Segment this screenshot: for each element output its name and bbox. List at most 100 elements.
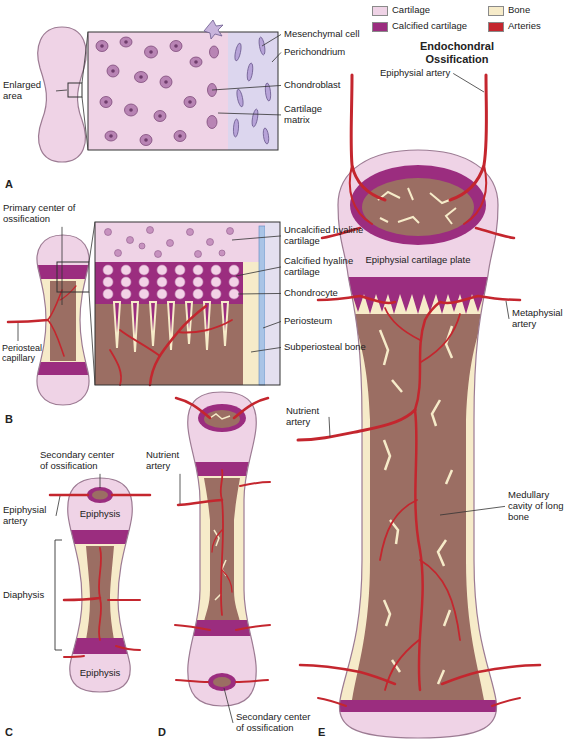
part-label: Secondary center of ossification: [236, 712, 318, 734]
chondroblast-cell: [145, 46, 158, 58]
panel-c-artery: [64, 598, 100, 600]
capillary: [110, 306, 232, 385]
spindle-cell: [234, 43, 243, 62]
panel-e-bone: [338, 150, 498, 738]
panel-d-artery: [178, 500, 222, 505]
cell-nucleus: [174, 44, 178, 48]
legend-swatch: [372, 22, 388, 32]
panel-d-artery: [222, 570, 232, 592]
panel-e-artery: [464, 165, 486, 224]
part-label: Medullary cavity of long bone: [508, 490, 566, 523]
bone-spicule: [114, 302, 228, 352]
panel-b-enlarged-view: [95, 262, 245, 304]
leader-line: [440, 506, 505, 515]
part-label: Epiphysial artery: [3, 505, 53, 527]
cell-nucleus: [139, 75, 143, 79]
capillary: [120, 330, 160, 356]
leader-line: [56, 90, 67, 92]
panel-d-bone: [204, 478, 240, 622]
panel-c-artery: [112, 494, 150, 497]
cartilage-cell: [139, 243, 145, 249]
panel-b-enlarged-view: [95, 222, 280, 385]
part-label: Periosteum: [284, 316, 332, 327]
legend-text: Arteries: [508, 21, 541, 32]
panel-d-bone: [180, 388, 270, 710]
part-label: Uncalcified hyaline cartilage: [284, 225, 368, 247]
panel-letter: D: [158, 726, 166, 739]
panel-a-enlarged-view: [88, 32, 278, 150]
leader-line: [212, 85, 281, 90]
panel-d-artery: [176, 398, 210, 418]
spindle-cell: [233, 37, 272, 145]
chondroblast-cell: [105, 131, 117, 141]
panel-e-artery: [298, 75, 540, 706]
chondroblast-cell: [120, 37, 132, 47]
chondroblast-cell: [210, 46, 219, 58]
leader-line: [251, 347, 281, 352]
panel-c-bone: [60, 474, 140, 696]
panel-e-artery: [415, 410, 423, 690]
legend-swatch: [488, 22, 504, 32]
panel-d-bone: [180, 388, 270, 710]
panel-e-bone: [352, 314, 484, 700]
legend-swatch: [372, 6, 388, 16]
leader-line: [232, 236, 281, 240]
chondrocyte-column: [175, 289, 185, 299]
panel-d-bone: [180, 462, 270, 478]
spindle-cell: [246, 63, 253, 82]
part-label: Chondrocyte: [284, 288, 338, 299]
panel-d-bone: [188, 392, 257, 706]
panel-c-artery: [116, 646, 140, 650]
panel-e-artery: [415, 302, 440, 410]
cell-nucleus: [158, 114, 162, 118]
cell-nucleus: [144, 138, 148, 142]
part-label: Epiphysial artery: [380, 68, 450, 79]
chondrocyte-column: [193, 277, 203, 287]
panel-d-bone: [180, 476, 270, 624]
panel-d-artery: [236, 680, 268, 682]
panel-d-bone: [214, 530, 226, 600]
part-label: Perichondrium: [284, 47, 345, 58]
part-label: Cartilage matrix: [284, 104, 334, 126]
chondrocyte-column: [139, 289, 149, 299]
panel-letter: A: [5, 178, 13, 191]
periosteal-capillary: [8, 320, 48, 322]
panel-e-artery: [440, 296, 520, 303]
panel-e-artery: [420, 560, 460, 640]
chondroblast-cell: [107, 65, 119, 77]
part-label: Enlarged area: [3, 80, 53, 102]
panel-e-artery: [442, 665, 540, 684]
capillary: [150, 306, 206, 385]
chondrocyte-column: [139, 277, 149, 287]
chondrocyte-column: [139, 265, 149, 275]
panel-c-bone: [68, 478, 133, 692]
panel-d-artery: [234, 398, 268, 418]
chondroblast-cell: [125, 104, 138, 116]
panel-e-artery: [351, 75, 385, 200]
panel-e-artery: [350, 165, 372, 224]
leader-line: [100, 474, 101, 488]
panel-d-bone: [213, 677, 231, 687]
panel-d-artery: [176, 680, 208, 682]
part-label: Chondroblast: [284, 80, 341, 91]
cell-nucleus: [194, 60, 198, 64]
leader-line: [329, 417, 330, 437]
chondrocyte-column: [121, 277, 131, 287]
cell-nucleus: [111, 69, 115, 73]
leader-line: [56, 496, 60, 516]
panel-c-bone: [60, 474, 140, 696]
part-label: Metaphysial artery: [512, 308, 568, 330]
chondroblast-cell: [96, 37, 219, 146]
chondrocyte-column: [103, 289, 113, 299]
chondrocyte-column: [229, 289, 239, 299]
leader-line: [224, 688, 233, 723]
panel-b-bone: [50, 281, 76, 361]
legend-text: Bone: [508, 5, 530, 16]
panel-e-artery: [450, 75, 487, 200]
chondrocyte-column: [211, 289, 221, 299]
panel-e-bone: [330, 294, 510, 704]
chondrocyte-column: [121, 265, 131, 275]
chondrocyte-column: [229, 277, 239, 287]
panel-e-artery: [318, 698, 346, 706]
leader-line: [236, 267, 281, 276]
